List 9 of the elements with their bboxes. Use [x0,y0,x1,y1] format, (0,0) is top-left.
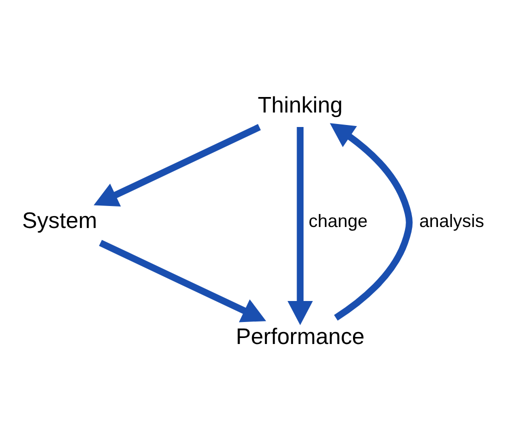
node-text: Performance [236,324,364,349]
arrow [94,124,261,206]
arrow [288,127,313,326]
node-text: Thinking [258,92,343,118]
node-text: System [22,208,98,234]
arrow [330,123,413,321]
edge-label: analysis [419,210,484,231]
arrow [99,240,266,322]
edge-label: change [308,210,368,231]
